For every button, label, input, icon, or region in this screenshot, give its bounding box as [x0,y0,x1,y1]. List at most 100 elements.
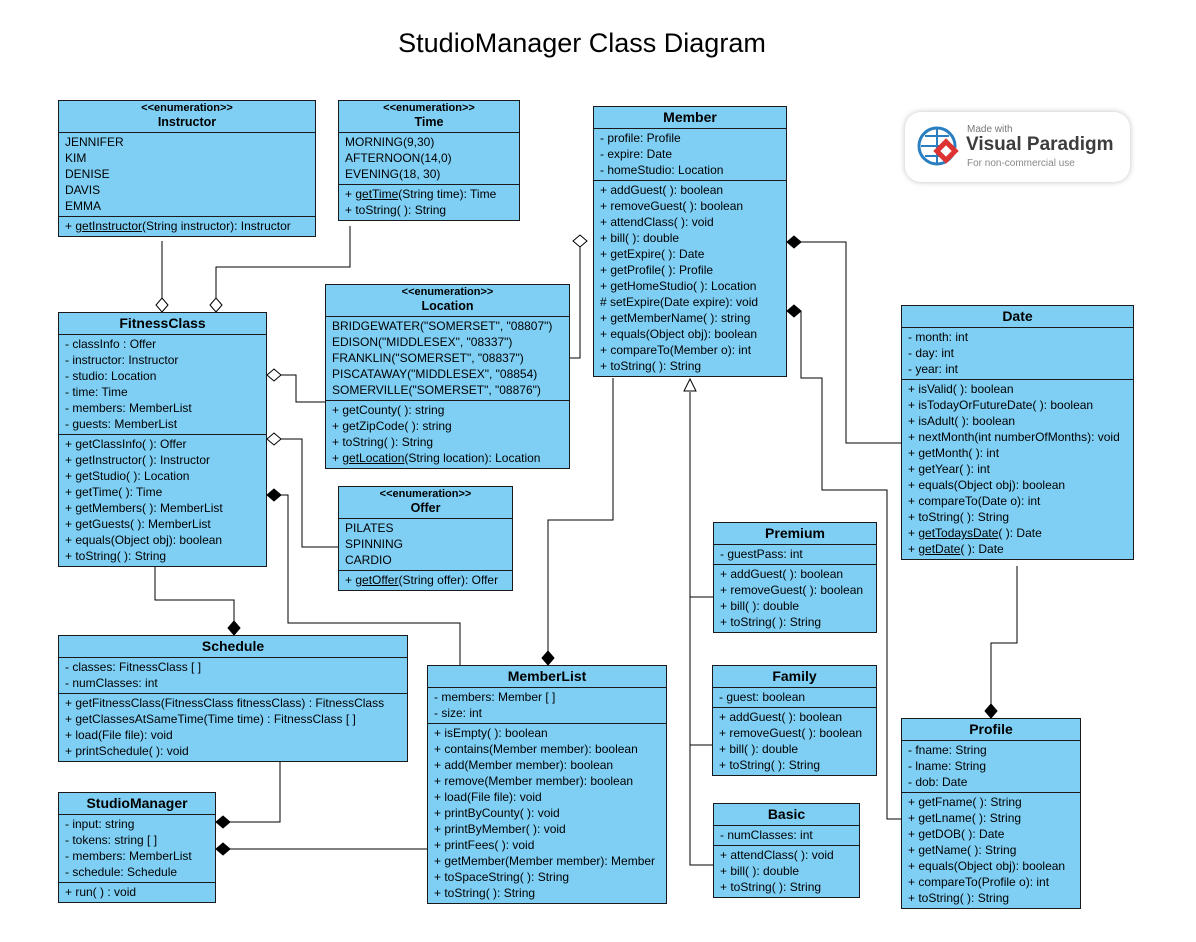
association-line [215,226,351,299]
method-row: + getZipCode( ): string [332,419,452,433]
class-location: <<enumeration>> Location BRIDGEWATER("SO… [325,284,570,469]
attribute-row: SOMERVILLE("SOMERSET", "08876") [332,383,541,397]
method-row: + attendClass( ): void [600,215,714,229]
method-row: + addGuest( ): boolean [600,183,724,197]
method-row: + isEmpty( ): boolean [434,726,548,740]
class-name: Basic [767,806,806,822]
association-line [281,374,325,403]
method-row: + getClassesAtSameTime(Time time) : Fitn… [65,712,356,726]
method-row: + getMonth( ): int [908,446,1000,460]
attribute-row: - month: int [908,330,969,344]
method-section: + isValid( ): boolean+ isTodayOrFutureDa… [902,379,1133,559]
class-name: Date [1002,308,1033,324]
attribute-row: AFTERNOON(14,0) [345,151,452,165]
method-row: + removeGuest( ): boolean [600,199,744,213]
attribute-row: - expire: Date [600,147,673,161]
attribute-row: - classInfo : Offer [65,337,157,351]
aggregation-diamond [572,234,588,248]
method-section: + getTime(String time): Time + toString(… [339,184,519,220]
association-line [801,241,901,444]
attribute-row: BRIDGEWATER("SOMERSET", "08807") [332,319,553,333]
generalization-line [689,392,713,866]
association-line [230,740,281,823]
composition-diamond [786,235,802,249]
class-schedule: Schedule - classes: FitnessClass [ ]- nu… [58,635,408,762]
method-row: + getTime(String time): Time [345,186,519,202]
method-section: + isEmpty( ): boolean + contains(Member m… [428,723,666,903]
attribute-row: PILATES [345,521,394,535]
method-visibility: + [908,542,919,556]
method-row: + getName( ): String [908,843,1017,857]
composition-diamond [215,842,231,856]
association-line [570,241,581,359]
class-memberlist: MemberList - members: Member [ ]- size: … [427,665,667,904]
method-row: + contains(Member member): boolean [434,742,638,756]
method-row: + getProfile( ): Profile [600,263,714,277]
attribute-row: - numClasses: int [65,676,158,690]
attribute-row: - members: MemberList [65,401,192,415]
attribute-section: MORNING(9,30) AFTERNOON(14,0) EVENING(18, … [339,133,519,184]
method-row: + toString( ): String [600,359,702,373]
method-row: + remove(Member member): boolean [434,774,634,788]
method-visibility: + [332,451,343,465]
attribute-row: CARDIO [345,553,392,567]
method-signature: ( ): Date [960,542,1004,556]
method-row: + compareTo(Member o): int [600,343,752,357]
watermark-made-with: Made with [967,124,1013,135]
method-visibility: + [65,219,76,233]
method-section: + getOffer(String offer): Offer [339,570,512,590]
method-row: + getExpire( ): Date [600,247,705,261]
method-row: + getCounty( ): string [332,403,445,417]
method-section: + getFitnessClass(FitnessClass fitnessCl… [59,693,407,761]
class-fitnessclass: FitnessClass - classInfo : Offer - instru… [58,312,267,567]
method-row: + equals(Object obj): boolean [908,859,1066,873]
method-row: + getLname( ): String [908,811,1022,825]
method-signature: (String time): Time [398,187,497,201]
method-row: + isTodayOrFutureDate( ): boolean [908,398,1094,412]
class-name: Schedule [201,638,265,654]
method-row: + load(File file): void [65,728,173,742]
method-row: + load(File file): void [434,790,542,804]
method-section: + getInstructor(String instructor): Inst… [59,216,315,236]
method-row: + getFname( ): String [908,795,1022,809]
method-row: # setExpire(Date expire): void [600,295,759,309]
class-studiomanager: StudioManager - input: string- tokens: s… [58,792,216,903]
attribute-row: DENISE [65,167,110,181]
attribute-row: - instructor: Instructor [65,353,179,367]
attribute-row: - guest: boolean [719,690,806,704]
method-row: + getMember(Member member): Member [434,854,656,868]
method-row: + toString( ): String [345,203,447,217]
class-family: Family - guest: boolean + addGuest( ): b… [712,665,877,776]
class-name: Instructor [157,115,217,129]
attribute-section: - guestPass: int [714,545,876,564]
composition-diamond [786,304,802,318]
attribute-section: - profile: Profile- expire: Date- homeSt… [594,129,786,180]
attribute-row: KIM [65,151,87,165]
generalization-arrowhead [683,377,697,392]
method-row: + getClassInfo( ): Offer [65,437,187,451]
attribute-row: FRANKLIN("SOMERSET", "08837") [332,351,524,365]
attribute-row: - input: string [65,817,135,831]
method-row: + toString( ): String [908,510,1010,524]
composition-diamond [215,815,231,829]
attribute-row: - year: int [908,362,959,376]
class-date: Date - month: int- day: int- year: int +… [901,305,1134,560]
method-row: + toString( ): String [719,758,821,772]
attribute-section: BRIDGEWATER("SOMERSET", "08807")EDISON("… [326,317,569,400]
aggregation-diamond [155,297,169,313]
attribute-row: EVENING(18, 30) [345,167,441,181]
method-section: + attendClass( ): void+ bill( ): double+… [714,845,859,897]
method-row: + nextMonth(int numberOfMonths): void [908,430,1120,444]
attribute-row: - tokens: string [ ] [65,833,158,847]
class-name: Member [663,109,717,125]
method-row: + isAdult( ): boolean [908,414,1016,428]
attribute-section: - classInfo : Offer - instructor: Instruc… [59,335,266,434]
class-name: Family [772,668,817,684]
attribute-row: MORNING(9,30) [345,135,435,149]
visual-paradigm-logo-icon [917,126,959,166]
attribute-section: - input: string- tokens: string [ ]- mem… [59,815,215,882]
class-name: FitnessClass [119,315,206,331]
method-name: getTodaysDate [918,526,999,540]
composition-diamond [266,488,282,502]
